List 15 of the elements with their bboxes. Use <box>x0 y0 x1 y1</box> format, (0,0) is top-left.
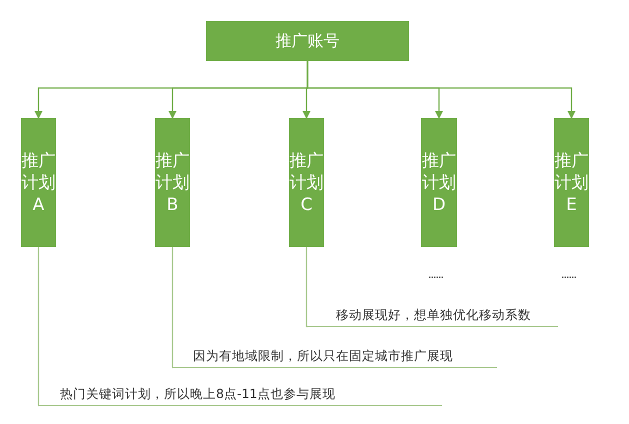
plan-box: 推广计划C <box>289 118 324 247</box>
arrow <box>306 61 576 119</box>
connector-line <box>171 247 174 368</box>
root-box: 推广账号 <box>206 21 409 61</box>
note-text: 因为有地域限制，所以只在固定城市推广展现 <box>172 348 497 368</box>
plan-box: 推广计划D <box>421 118 457 247</box>
connector-line <box>306 247 308 328</box>
plan-box: 推广计划E <box>554 118 589 247</box>
plan-box: 推广计划B <box>155 118 190 247</box>
note-text: 热门关键词计划，所以晚上8点-11点也参与展现 <box>38 386 442 406</box>
connector-line <box>37 247 40 406</box>
plan-box: 推广计划A <box>21 118 56 247</box>
ellipsis-label: ...... <box>561 268 576 281</box>
ellipsis-label: ...... <box>428 268 443 281</box>
note-text: 移动展现好，想单独优化移动系数 <box>308 307 558 327</box>
